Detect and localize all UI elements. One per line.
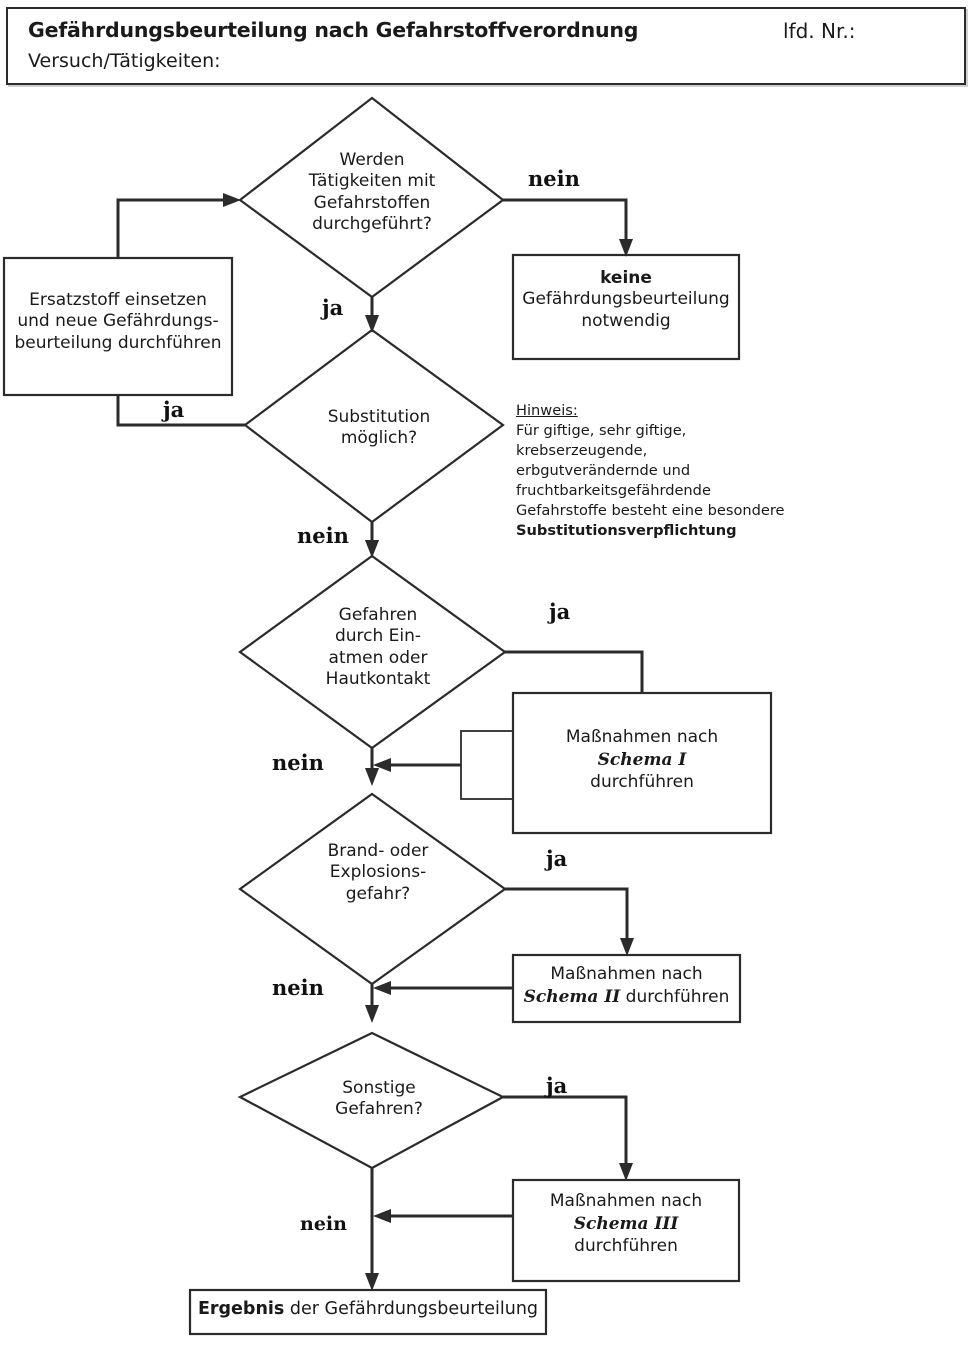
box-massnahmen-schema-3 — [511, 1178, 741, 1283]
box-ergebnis — [188, 1288, 548, 1336]
arrowhead-d4-top — [365, 768, 379, 786]
decision-gefahren-einatmen-hautkontakt — [238, 554, 507, 750]
hinweis-line-2: krebserzeugende, — [516, 441, 648, 459]
hinweis-line-3: erbgutverändernde und — [516, 461, 691, 479]
hinweis-line-1: Für giftige, sehr giftige, — [516, 421, 687, 439]
arrowhead-trunk-from-schema2 — [373, 981, 391, 995]
hinweis-note: Hinweis: Für giftige, sehr giftige, kreb… — [516, 401, 826, 541]
box-keine-gefaehrdungsbeurteilung — [511, 253, 741, 361]
header-box: Gefährdungsbeurteilung nach Gefahrstoffv… — [6, 7, 966, 85]
connector-ersatzstoff-to-d1 — [116, 198, 230, 258]
connector-d4-ja-to-schema2 — [505, 887, 629, 945]
connector-d2-ja-to-ersatzstoff — [116, 395, 245, 427]
arrowhead-keine-box — [619, 239, 633, 257]
hinweis-bold-line: Substitutionsverpflichtung — [516, 521, 737, 539]
connector-d5-ja-to-schema3 — [503, 1095, 628, 1170]
hinweis-line-5: Gefahrstoffe besteht eine besondere — [516, 501, 785, 519]
page-title: Gefährdungsbeurteilung nach Gefahrstoffv… — [28, 18, 639, 42]
arrowhead-d1-left — [223, 193, 241, 207]
decision-brand-explosionsgefahr — [238, 792, 507, 986]
arrowhead-trunk-from-schema1 — [373, 758, 391, 772]
ergebnis-rest-text: der Gefährdungsbeurteilung — [284, 1299, 539, 1319]
arrowhead-trunk-from-schema3 — [373, 1209, 391, 1223]
hinweis-line-4: fruchtbarkeitsgefährdende — [516, 481, 711, 499]
arrowhead-d3-top — [365, 540, 379, 558]
versuch-taetigkeiten-label: Versuch/Tätigkeiten: — [28, 50, 221, 72]
box-ergebnis-label: Ergebnis der Gefährdungsbeurteilung — [190, 1299, 546, 1319]
hinweis-title: Hinweis: — [516, 402, 578, 419]
box-massnahmen-schema-2 — [511, 953, 742, 1024]
arrowhead-schema3-top — [619, 1163, 633, 1181]
arrowhead-d2-top — [365, 315, 379, 333]
connector-d3-ja-to-schema1 — [505, 650, 644, 693]
arrowhead-d5-top — [365, 1005, 379, 1023]
decision-substitution-moeglich — [243, 328, 505, 524]
arrowhead-ergebnis-top — [365, 1273, 379, 1291]
decision-gefahrstoffe-taetigkeiten — [238, 96, 505, 299]
connector-d1-nein-to-keine — [503, 198, 628, 247]
box-ersatzstoff-einsetzen — [2, 256, 234, 397]
decision-sonstige-gefahren — [237, 1031, 506, 1170]
box-massnahmen-schema-1 — [511, 691, 773, 835]
lfd-nr-label: lfd. Nr.: — [783, 19, 856, 43]
ergebnis-bold-word: Ergebnis — [197, 1299, 285, 1319]
arrowhead-schema2-top — [620, 938, 634, 956]
